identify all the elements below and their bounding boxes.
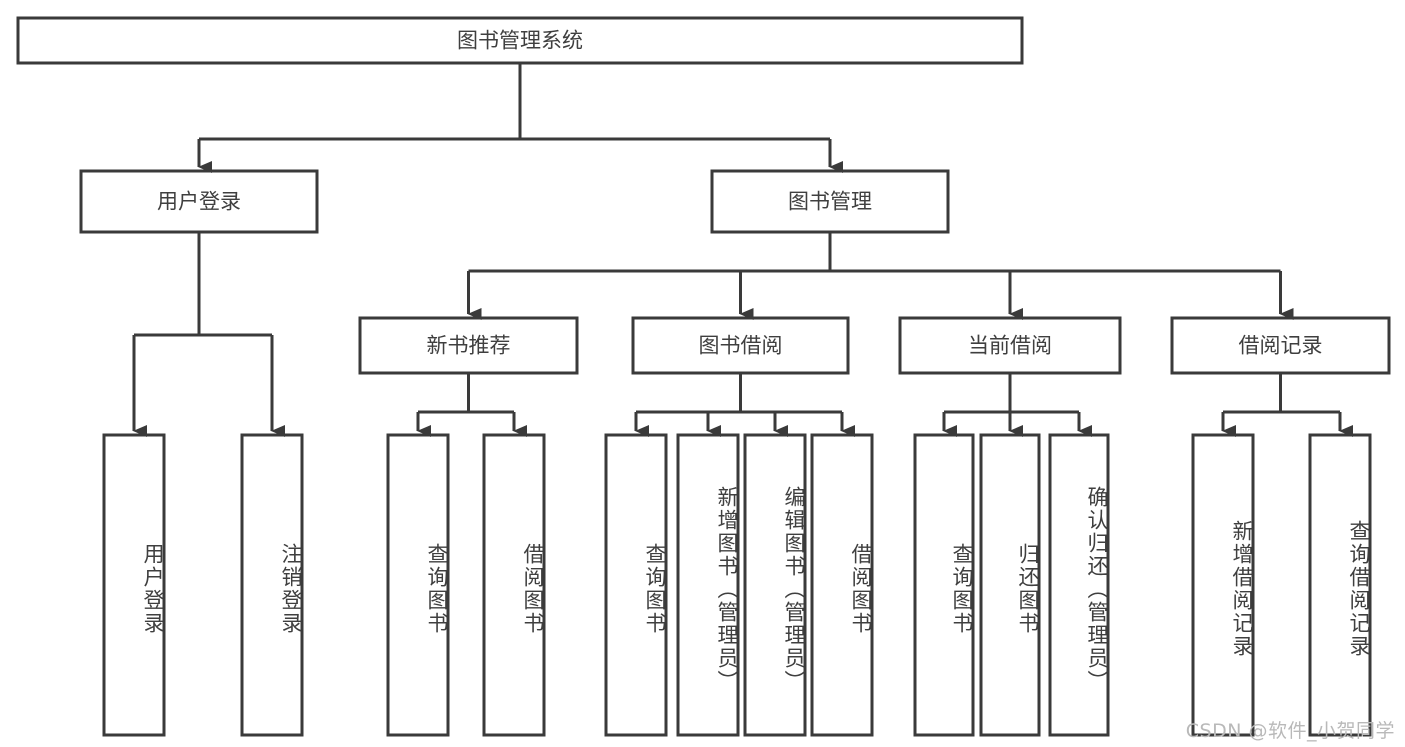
node-level1-0[interactable] [79,169,319,234]
leaf-box-0[interactable] [102,433,166,737]
node-level1-label-0: 用户登录 [157,190,241,214]
leaf-label-7: 借阅图书 [849,543,873,635]
leaf-label-5: 新增图书（管理员） [715,485,739,693]
leaf-box-12[interactable] [1308,433,1372,737]
leaf-box-8[interactable] [913,433,975,737]
leaf-box-10[interactable] [1048,433,1110,737]
node-level1-label-1: 图书管理 [788,190,872,214]
leaf-box-9[interactable] [979,433,1041,737]
leaf-label-0: 用户登录 [141,543,165,635]
leaf-label-1: 注销登录 [279,543,303,635]
node-level2-0[interactable] [358,316,579,375]
leaf-label-11: 新增借阅记录 [1230,520,1254,658]
leaf-box-7[interactable] [810,433,874,737]
node-root-label: 图书管理系统 [457,29,583,53]
node-level2-label-2: 当前借阅 [968,334,1052,358]
leaf-label-10: 确认归还（管理员） [1085,485,1109,693]
node-root[interactable] [16,16,1024,65]
node-level2-2[interactable] [898,316,1122,375]
leaf-label-6: 编辑图书（管理员） [782,485,806,693]
leaf-box-11[interactable] [1191,433,1255,737]
leaf-label-9: 归还图书 [1016,543,1040,635]
leaf-box-1[interactable] [240,433,304,737]
leaf-label-4: 查询图书 [643,543,667,635]
node-level2-label-3: 借阅记录 [1239,334,1323,358]
leaf-label-8: 查询图书 [950,543,974,635]
leaf-label-3: 借阅图书 [521,543,545,635]
connector-lines [132,63,1353,437]
csdn-watermark: CSDN @软件_小贺同学 [1185,720,1395,742]
leaf-box-2[interactable] [386,433,450,737]
leaf-label-12: 查询借阅记录 [1347,520,1371,658]
leaf-box-5[interactable] [676,433,740,737]
leaf-label-2: 查询图书 [425,543,449,635]
leaf-box-4[interactable] [604,433,668,737]
node-level2-label-0: 新书推荐 [427,334,511,358]
node-level2-label-1: 图书借阅 [699,334,783,358]
leaf-box-3[interactable] [482,433,546,737]
